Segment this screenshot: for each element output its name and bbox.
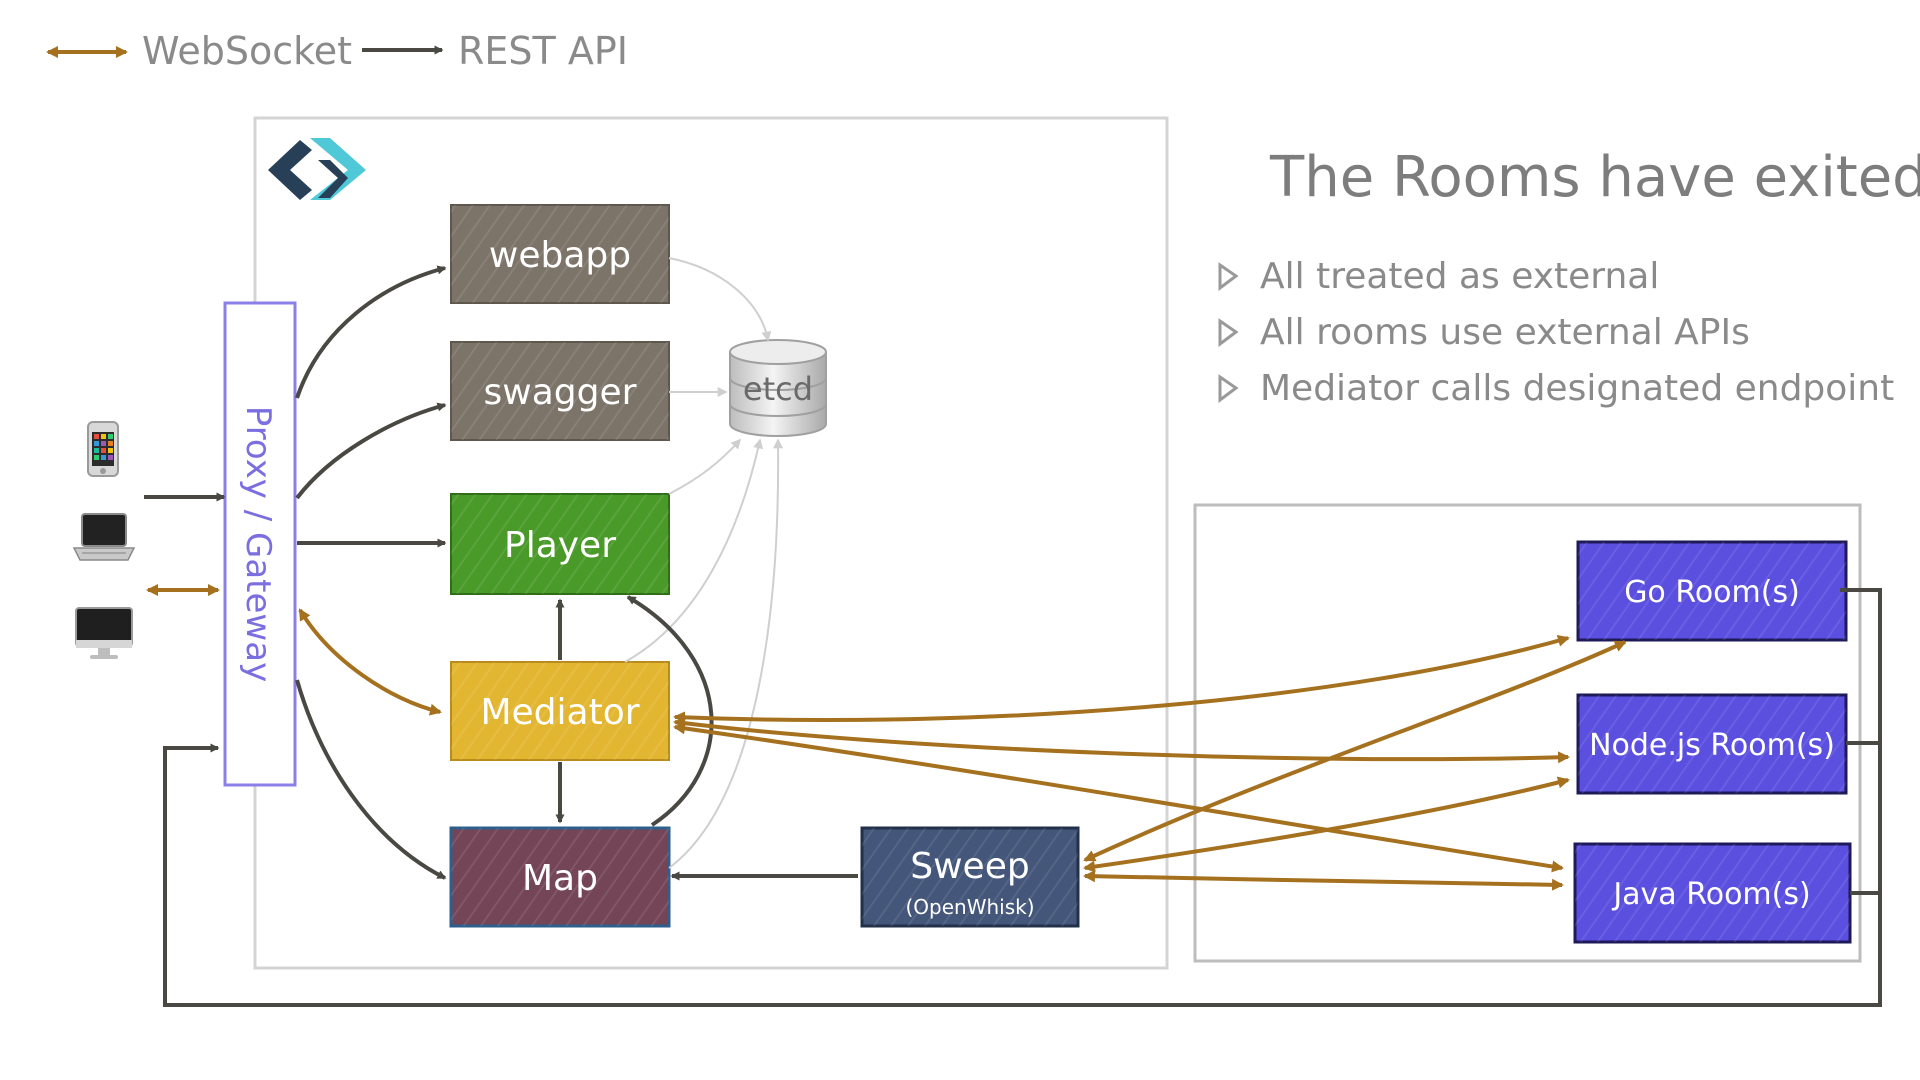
go-room-box: Go Room(s) <box>1576 540 1848 642</box>
sweep-label: Sweep <box>910 846 1029 887</box>
java-room-box: Java Room(s) <box>1573 842 1852 944</box>
swagger-label: swagger <box>484 372 637 413</box>
map-label: Map <box>522 858 598 899</box>
java-room-label: Java Room(s) <box>1611 877 1810 912</box>
triangle-bullet-icon <box>1218 374 1239 403</box>
gateway-label: Proxy / Gateway <box>238 406 278 682</box>
desktop-icon <box>75 607 133 659</box>
bullet-text: Mediator calls designated endpoint <box>1260 368 1894 409</box>
webapp-box: webapp <box>450 204 670 304</box>
go-room-label: Go Room(s) <box>1624 575 1800 610</box>
websocket-connections <box>146 584 1627 891</box>
etcd-database-icon: etcd <box>729 339 827 437</box>
triangle-bullet-icon <box>1218 318 1239 347</box>
rest-legend-label: REST API <box>458 29 628 73</box>
bullet-item: Mediator calls designated endpoint <box>1218 368 1894 409</box>
proxy-gateway: Proxy / Gateway <box>223 301 297 787</box>
nodejs-room-label: Node.js Room(s) <box>1589 728 1835 763</box>
websocket-legend-label: WebSocket <box>142 29 352 73</box>
mediator-box: Mediator <box>450 661 670 761</box>
bullet-text: All treated as external <box>1260 256 1659 297</box>
slide-title: The Rooms have exited <box>1269 145 1920 210</box>
bullet-item: All treated as external <box>1218 256 1659 297</box>
sweep-box: Sweep (OpenWhisk) <box>860 826 1080 928</box>
player-label: Player <box>504 525 616 566</box>
bullet-item: All rooms use external APIs <box>1218 312 1750 353</box>
map-box: Map <box>449 826 671 928</box>
triangle-bullet-icon <box>1218 262 1239 291</box>
swagger-box: swagger <box>450 341 670 441</box>
mediator-label: Mediator <box>480 692 639 733</box>
laptop-icon <box>72 513 136 561</box>
webapp-label: webapp <box>489 235 631 276</box>
sweep-sublabel: (OpenWhisk) <box>905 895 1034 919</box>
bullet-text: All rooms use external APIs <box>1260 312 1750 353</box>
phone-icon <box>87 421 119 477</box>
nodejs-room-box: Node.js Room(s) <box>1576 693 1848 795</box>
bullet-list: All treated as external All rooms use ex… <box>1218 256 1894 409</box>
etcd-label: etcd <box>743 370 813 408</box>
game-on-logo-icon <box>268 138 366 200</box>
legend: WebSocket REST API <box>46 29 628 73</box>
gateway-box <box>223 301 297 787</box>
player-box: Player <box>450 493 670 595</box>
